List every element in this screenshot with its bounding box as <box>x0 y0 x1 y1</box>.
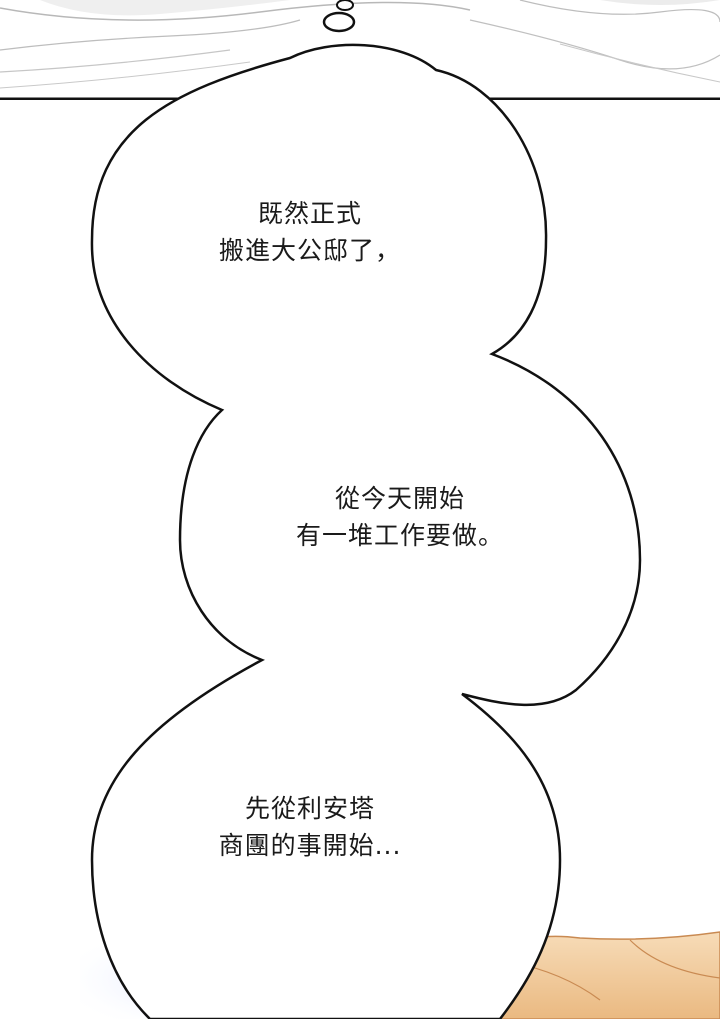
thought-text-1: 既然正式 搬進大公邸了， <box>190 195 430 269</box>
thought-text-2: 從今天開始 有一堆工作要做。 <box>270 480 530 554</box>
thought-text-2-line-1: 從今天開始 <box>334 484 465 513</box>
thought-text-1-line-2: 搬進大公邸了， <box>218 236 401 265</box>
thought-text-3-line-1: 先從利安塔 <box>244 794 375 823</box>
thought-text-3-line-2: 商團的事開始... <box>218 831 402 860</box>
thought-text-1-line-1: 既然正式 <box>257 199 362 228</box>
thought-text-2-line-2: 有一堆工作要做。 <box>295 521 504 550</box>
thought-text-3: 先從利安塔 商團的事開始... <box>190 790 430 864</box>
